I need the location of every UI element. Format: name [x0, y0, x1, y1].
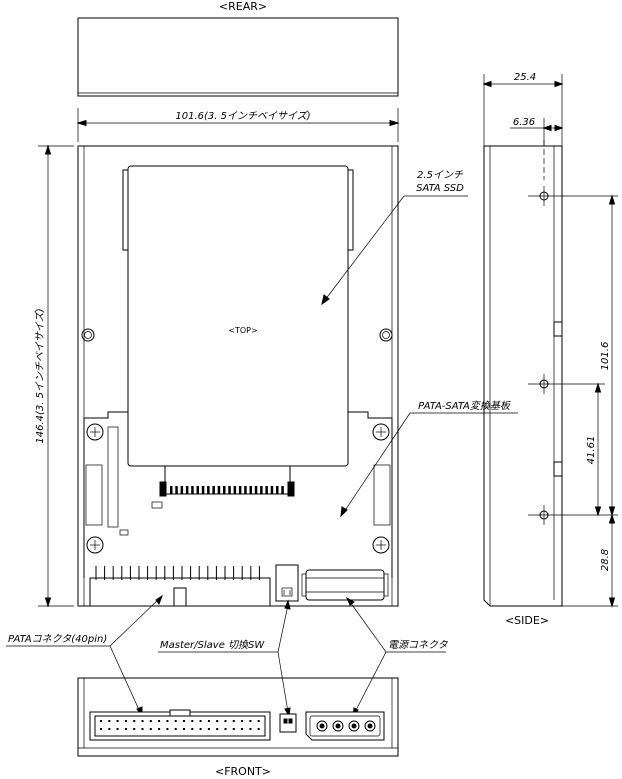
switch-label: Master/Slave 切換SW	[160, 639, 265, 651]
board-leader	[340, 412, 518, 518]
side-depth-label: 25.4	[514, 72, 536, 83]
power-label: 電源コネクタ	[388, 639, 449, 651]
pcb-screw-icon	[86, 423, 390, 554]
height-dimension	[38, 144, 74, 608]
pata-label: PATAコネクタ(40pin)	[8, 633, 107, 645]
side-view-title: <SIDE>	[505, 614, 549, 627]
hole-spacing-label: 101.6	[600, 342, 611, 371]
pata-connector-front	[89, 709, 271, 741]
top-view	[77, 145, 399, 607]
ssd-label-line2: SATA SSD	[416, 183, 464, 194]
side-view	[483, 140, 618, 607]
power-connector-top	[301, 569, 389, 601]
width-dimension-label: 101.6(3. 5インチベイサイズ)	[175, 110, 310, 122]
ssd-body	[127, 165, 349, 467]
side-vertical-dimensions	[562, 194, 618, 608]
hole-spacing-2-label: 41.61	[586, 436, 597, 465]
rear-view	[77, 17, 399, 97]
power-connector-front	[305, 711, 385, 741]
front-view	[77, 677, 399, 757]
top-view-title: <TOP>	[228, 326, 257, 335]
board-label: PATA-SATA変換基板	[418, 400, 512, 412]
height-dimension-label: 146.4(3. 5インチベイサイズ)	[34, 308, 46, 443]
side-depth-dimension	[482, 74, 564, 146]
rear-view-title: <REAR>	[219, 0, 267, 13]
callout-leaders	[6, 594, 446, 718]
side-hole-icon	[528, 186, 618, 525]
ssd-leader	[321, 195, 468, 306]
ssd-label-line1: 2.5インチ	[417, 170, 464, 181]
pata-connector-top	[89, 566, 271, 607]
width-dimension	[76, 108, 400, 142]
jumper-switch-front	[279, 713, 297, 733]
jumper-switch-top	[275, 564, 299, 602]
front-view-title: <FRONT>	[215, 765, 271, 778]
side-offset-label: 6.36	[513, 117, 535, 128]
bottom-offset-label: 28.8	[600, 549, 611, 571]
